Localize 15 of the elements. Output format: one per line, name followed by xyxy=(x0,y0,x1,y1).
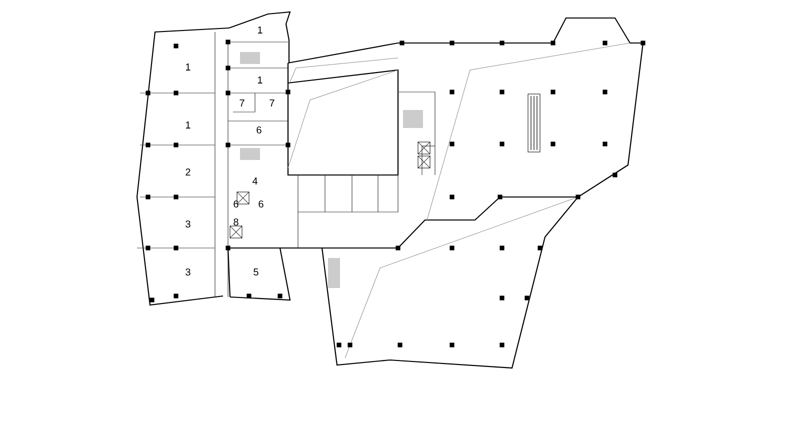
room-number: 4 xyxy=(252,178,258,184)
room-number: 1 xyxy=(186,64,190,70)
room-number: 7 xyxy=(240,100,244,106)
room-number: 7 xyxy=(270,100,274,106)
room-number: 1 xyxy=(258,26,262,34)
room-number: 3 xyxy=(186,268,190,276)
room-number: 2 xyxy=(186,168,190,176)
room-number: 5 xyxy=(254,268,258,276)
room-number: 6 xyxy=(256,126,262,134)
room-number: 8 xyxy=(234,218,238,226)
room-number: 1 xyxy=(258,76,262,84)
room-number: 6 xyxy=(258,200,264,208)
room-number: 3 xyxy=(186,220,190,228)
room-number: 1 xyxy=(186,122,190,128)
room-number: 6 xyxy=(234,200,238,208)
